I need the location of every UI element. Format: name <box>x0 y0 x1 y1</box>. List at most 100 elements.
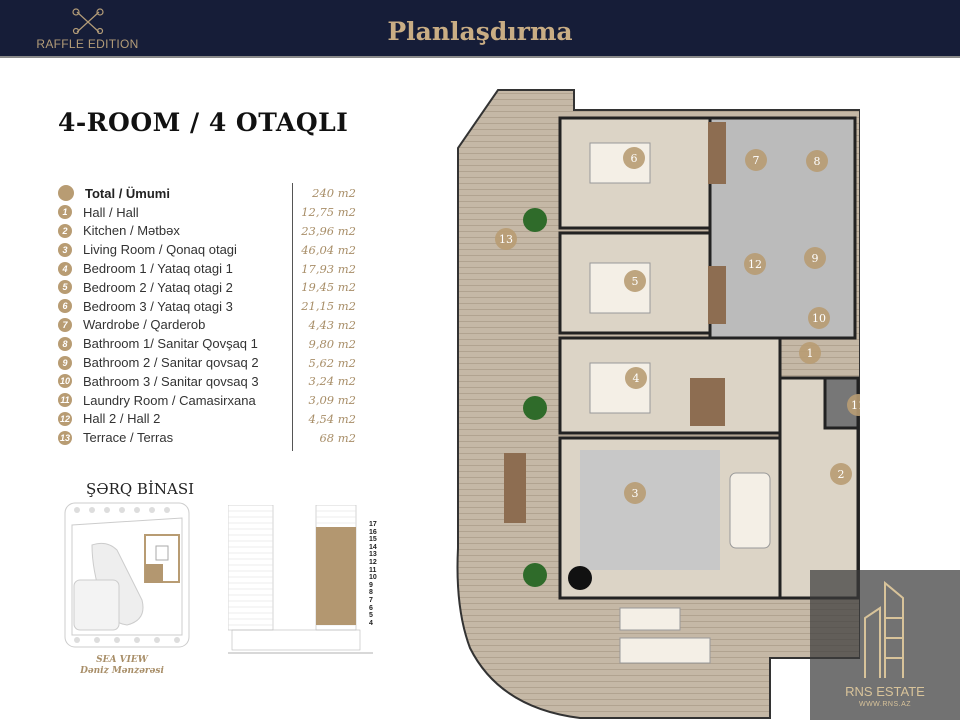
room-marker-label: 10 <box>812 312 826 325</box>
view-en: SEA VIEW <box>96 655 148 665</box>
room-marker-label: 4 <box>633 372 640 385</box>
watermark-url: WWW.RNS.AZ <box>858 701 912 708</box>
room-label: Laundry Room / Camasirxana <box>83 392 256 408</box>
unit-title: 4-ROOM / 4 OTAQLI <box>58 108 349 137</box>
floor-number: 17 <box>369 521 377 528</box>
legend-row: 13 Terrace / Terras 68 m2 <box>58 428 358 447</box>
room-marker: 8 <box>806 150 828 172</box>
room-number-badge: 7 <box>58 317 72 332</box>
room-marker-label: 11 <box>851 399 860 412</box>
view-az: Dəniz Mənzərəsi <box>80 666 164 676</box>
room-area: 68 m2 <box>319 430 356 445</box>
brand-logo: RAFFLE EDITION <box>30 8 145 51</box>
legend-row: 9 Bathroom 2 / Sanitar qovsaq 2 5,62 m2 <box>58 353 358 372</box>
skyscraper-logo-icon <box>864 580 904 678</box>
floor-number: 13 <box>369 551 377 559</box>
room-number-badge: 2 <box>58 223 72 238</box>
page-title: Planlaşdırma <box>387 17 573 46</box>
room-marker-label: 13 <box>499 233 513 246</box>
room-number-badge: 13 <box>58 430 72 445</box>
room-number-badge: 11 <box>58 393 72 408</box>
room-marker: 6 <box>623 147 645 169</box>
room-number-badge: 3 <box>58 242 72 257</box>
room-label: Total / Ümumi <box>85 185 170 201</box>
floor-number: 15 <box>369 536 377 544</box>
room-number-badge: 6 <box>58 299 72 314</box>
brand-name: RAFFLE EDITION <box>36 37 139 51</box>
room-marker: 4 <box>625 367 647 389</box>
room-number-badge: 12 <box>58 411 72 426</box>
room-marker: 12 <box>744 253 766 275</box>
floor-number: 6 <box>369 604 373 612</box>
room-label: Hall / Hall <box>83 204 139 220</box>
room-area: 21,15 m2 <box>301 299 356 314</box>
floor-number: 7 <box>369 596 373 604</box>
room-area: 5,62 m2 <box>308 355 356 370</box>
room-number-badge <box>58 185 74 202</box>
legend-row: 6 Bedroom 3 / Yataq otagi 3 21,15 m2 <box>58 297 358 316</box>
room-label: Bedroom 3 / Yataq otagi 3 <box>83 298 233 314</box>
room-area: 9,80 m2 <box>308 336 356 351</box>
room-marker: 11 <box>847 394 860 416</box>
legend-row: 11 Laundry Room / Camasirxana 3,09 m2 <box>58 391 358 410</box>
room-area: 240 m2 <box>312 186 356 201</box>
room-area: 17,93 m2 <box>301 261 356 276</box>
room-area: 3,09 m2 <box>308 393 356 408</box>
room-area: 3,24 m2 <box>308 374 356 389</box>
site-plan <box>64 502 190 648</box>
floor-number: 5 <box>369 612 373 620</box>
legend-divider <box>292 183 293 451</box>
room-label: Living Room / Qonaq otagi <box>83 242 237 258</box>
floor-number: 16 <box>369 528 377 536</box>
floor-plan: 67813512910141123 <box>456 89 860 719</box>
room-number-badge: 9 <box>58 355 72 370</box>
room-number-badge: 1 <box>58 205 72 220</box>
room-label: Bathroom 1/ Sanitar Qovşaq 1 <box>83 336 258 352</box>
room-label: Bathroom 2 / Sanitar qovsaq 2 <box>83 355 259 371</box>
floor-number: 10 <box>369 574 377 582</box>
room-marker: 13 <box>495 228 517 250</box>
legend-row: 7 Wardrobe / Qarderob 4,43 m2 <box>58 316 358 335</box>
floor-number: 9 <box>369 581 373 589</box>
room-marker: 9 <box>804 247 826 269</box>
room-marker-label: 8 <box>814 155 821 168</box>
legend-row: 4 Bedroom 1 / Yataq otagi 1 17,93 m2 <box>58 259 358 278</box>
room-marker-label: 3 <box>632 487 639 500</box>
room-label: Bedroom 2 / Yataq otagi 2 <box>83 279 233 295</box>
floor-number: 11 <box>369 566 377 574</box>
room-label: Wardrobe / Qarderob <box>83 317 206 333</box>
legend-row: 10 Bathroom 3 / Sanitar qovsaq 3 3,24 m2 <box>58 372 358 391</box>
watermark: RNS ESTATE WWW.RNS.AZ <box>810 570 960 720</box>
crossed-keys-icon <box>71 8 104 34</box>
room-label: Kitchen / Mətbəx <box>83 223 180 239</box>
building-elevation <box>228 505 373 654</box>
room-label: Bathroom 3 / Sanitar qovsaq 3 <box>83 373 259 389</box>
room-label: Terrace / Terras <box>83 430 174 446</box>
floor-number: 8 <box>369 589 373 597</box>
room-area: 19,45 m2 <box>301 280 356 295</box>
room-number-badge: 4 <box>58 261 72 276</box>
room-area: 4,43 m2 <box>308 317 356 332</box>
room-marker-label: 2 <box>838 468 845 481</box>
room-marker-label: 7 <box>753 154 760 167</box>
room-area: 4,54 m2 <box>308 411 356 426</box>
header: RAFFLE EDITION Planlaşdırma <box>0 0 960 58</box>
room-marker: 7 <box>745 149 767 171</box>
room-area: 23,96 m2 <box>301 223 356 238</box>
room-marker-label: 6 <box>631 152 638 165</box>
room-marker-label: 1 <box>807 347 814 360</box>
room-marker-label: 9 <box>812 252 819 265</box>
floor-number: 14 <box>369 543 377 551</box>
room-marker: 10 <box>808 307 830 329</box>
room-number-badge: 8 <box>58 336 72 351</box>
floor-number: 4 <box>369 619 373 627</box>
room-marker: 3 <box>624 482 646 504</box>
room-label: Bedroom 1 / Yataq otagi 1 <box>83 261 233 277</box>
legend-row: Total / Ümumi 240 m2 <box>58 184 358 203</box>
room-number-badge: 10 <box>58 374 72 389</box>
